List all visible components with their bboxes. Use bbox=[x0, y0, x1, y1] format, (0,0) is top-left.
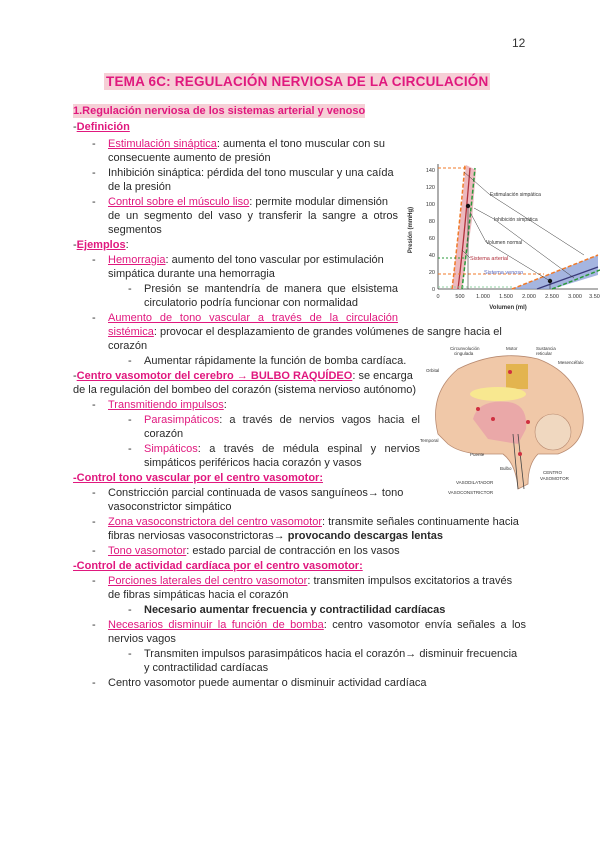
svg-text:Circunvolución: Circunvolución bbox=[450, 346, 480, 351]
list-item-cont: de fibras simpáticas hacia el corazón bbox=[108, 589, 289, 601]
svg-text:80: 80 bbox=[429, 219, 435, 225]
svg-text:20: 20 bbox=[429, 270, 435, 276]
svg-text:Mesencéfalo: Mesencéfalo bbox=[558, 360, 584, 365]
svg-text:500: 500 bbox=[455, 294, 464, 300]
svg-text:0: 0 bbox=[436, 294, 439, 300]
list-item-cont: segmentos bbox=[108, 224, 162, 236]
ejemplos-heading: -Ejemplos: bbox=[73, 239, 129, 251]
sub-item: Necesario aumentar frecuencia y contract… bbox=[144, 604, 446, 616]
list-item-cont: de un segmento del vaso y transferir la … bbox=[108, 210, 398, 222]
list-item: Tono vasomotor: estado parcial de contra… bbox=[108, 545, 400, 557]
list-item: Hemorragia: aumento del tono vascular po… bbox=[108, 254, 384, 266]
list-item-cont: de la presión bbox=[108, 181, 171, 193]
list-item: Zona vasoconstrictora del centro vasomot… bbox=[108, 516, 519, 528]
svg-text:cingulada: cingulada bbox=[454, 351, 474, 356]
svg-text:2.500: 2.500 bbox=[545, 294, 559, 300]
list-item-cont: simpática durante una hemorragia bbox=[108, 268, 275, 280]
sub-item-cont: corazón bbox=[144, 428, 184, 440]
list-item: Inhibición sináptica: pérdida del tono m… bbox=[108, 167, 394, 179]
svg-text:0: 0 bbox=[432, 287, 435, 293]
svg-text:60: 60 bbox=[429, 236, 435, 242]
tono-heading: -Control tono vascular por el centro vas… bbox=[73, 472, 323, 484]
svg-text:VASOCONSTRICTOR: VASOCONSTRICTOR bbox=[448, 490, 494, 495]
svg-text:100: 100 bbox=[426, 202, 435, 208]
svg-text:CENTRO: CENTRO bbox=[543, 470, 562, 475]
svg-text:VASOMOTOR: VASOMOTOR bbox=[540, 476, 570, 481]
svg-text:40: 40 bbox=[429, 253, 435, 259]
list-item-cont: corazón bbox=[108, 340, 148, 352]
svg-text:3.500: 3.500 bbox=[589, 294, 600, 300]
svg-text:Temporal: Temporal bbox=[420, 438, 439, 443]
cardiaca-heading: -Control de actividad cardíaca por el ce… bbox=[73, 560, 363, 572]
sub-item-cont: simpáticos periféricos hacia corazón y v… bbox=[144, 457, 362, 469]
sub-item: Presión se mantendría de manera que elsi… bbox=[144, 283, 398, 295]
svg-text:Sistema arterial: Sistema arterial bbox=[470, 256, 508, 262]
list-item-cont: fibras nerviosas vasoconstrictoras→ prov… bbox=[108, 530, 444, 542]
svg-text:Volumen normal: Volumen normal bbox=[486, 240, 522, 246]
list-item: Centro vasomotor puede aumentar o dismin… bbox=[108, 677, 427, 689]
sub-item: Transmiten impulsos parasimpáticos hacia… bbox=[144, 648, 518, 660]
list-item: Aumento de tono vascular a través de la … bbox=[108, 312, 398, 324]
sub-item-cont: y contractilidad cardíacas bbox=[144, 662, 269, 674]
svg-text:Sustancia: Sustancia bbox=[536, 346, 556, 351]
svg-text:Sistema venoso: Sistema venoso bbox=[484, 270, 523, 276]
list-item: Constricción parcial continuada de vasos… bbox=[108, 487, 404, 499]
sub-item: Parasimpáticos: a través de nervios vago… bbox=[144, 414, 420, 426]
svg-text:2.000: 2.000 bbox=[522, 294, 536, 300]
list-item-cont: vasoconstrictor simpático bbox=[108, 501, 232, 513]
list-item: Estimulación sináptica: aumenta el tono … bbox=[108, 138, 385, 150]
svg-text:Presión (mmHg): Presión (mmHg) bbox=[408, 207, 414, 253]
svg-text:120: 120 bbox=[426, 185, 435, 191]
sub-item: Simpáticos: a través de médula espinal y… bbox=[144, 443, 420, 455]
list-item-cont: sistémica: provocar el desplazamiento de… bbox=[108, 326, 502, 338]
svg-text:Volumen (ml): Volumen (ml) bbox=[489, 305, 527, 311]
list-item: Transmitiendo impulsos: bbox=[108, 399, 227, 411]
list-item: Porciones laterales del centro vasomotor… bbox=[108, 575, 513, 587]
section-heading: 1.Regulación nerviosa de los sistemas ar… bbox=[73, 104, 366, 118]
svg-text:VASODILATADOR: VASODILATADOR bbox=[456, 480, 494, 485]
svg-text:Bulbo: Bulbo bbox=[500, 466, 512, 471]
svg-text:Orbital: Orbital bbox=[426, 368, 439, 373]
list-item-cont: consecuente aumento de presión bbox=[108, 152, 271, 164]
definicion-heading: -Definición bbox=[73, 121, 130, 133]
page-title: TEMA 6C: REGULACIÓN NERVIOSA DE LA CIRCU… bbox=[104, 73, 491, 90]
svg-text:1.500: 1.500 bbox=[499, 294, 513, 300]
list-item: Necesarios disminuir la función de bomba… bbox=[108, 619, 527, 631]
svg-text:Motor: Motor bbox=[506, 346, 518, 351]
page-number: 12 bbox=[512, 36, 526, 50]
centro-heading: -Centro vasomotor del cerebro → BULBO RA… bbox=[73, 370, 413, 382]
svg-text:reticular: reticular bbox=[536, 351, 553, 356]
list-item-cont: nervios vagos bbox=[108, 633, 176, 645]
svg-text:Estimulación simpática: Estimulación simpática bbox=[490, 192, 541, 198]
centro-text: de la regulación del bombeo del corazón … bbox=[73, 384, 417, 396]
svg-text:140: 140 bbox=[426, 168, 435, 174]
sub-item: Aumentar rápidamente la función de bomba… bbox=[144, 355, 407, 367]
sub-item-cont: circulatorio podría funcionar con normal… bbox=[144, 297, 359, 309]
pressure-volume-chart: 0 20 40 60 80 100 120 140 0 500 1.000 1.500 2.000… bbox=[408, 164, 600, 311]
svg-text:3.000: 3.000 bbox=[568, 294, 582, 300]
list-item: Control sobre el músculo liso: permite m… bbox=[108, 196, 389, 208]
svg-text:Inhibición simpática: Inhibición simpática bbox=[494, 217, 538, 223]
svg-text:1.000: 1.000 bbox=[476, 294, 490, 300]
svg-text:Puente: Puente bbox=[470, 452, 485, 457]
